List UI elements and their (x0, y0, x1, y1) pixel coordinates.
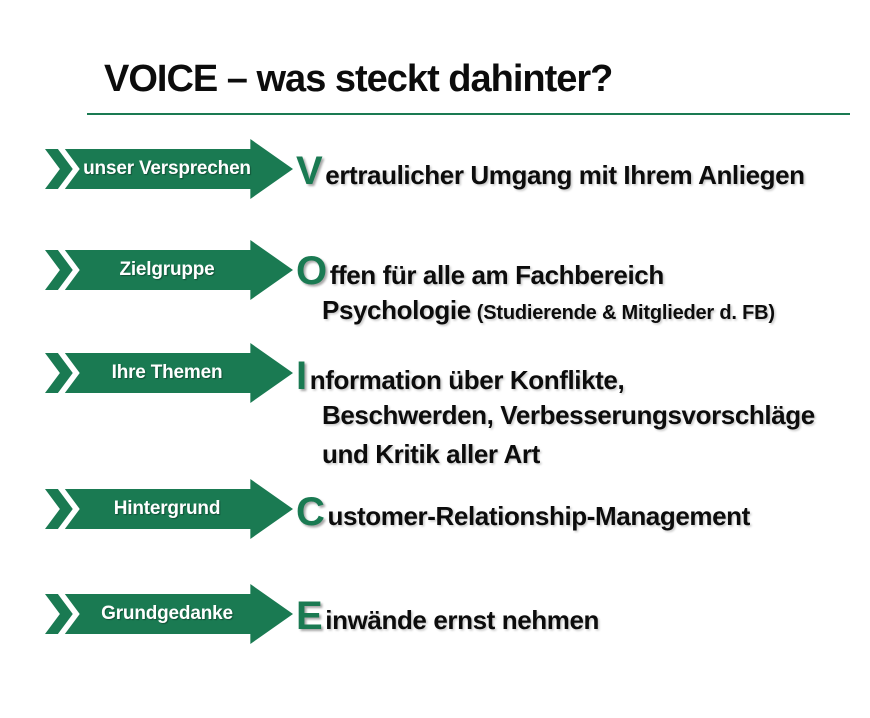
right-arrow-icon (45, 139, 293, 199)
acronym-letter-e: E (296, 594, 323, 638)
right-arrow-icon (45, 479, 293, 539)
right-arrow-icon (45, 584, 293, 644)
arrow-label: Grundgedanke (101, 603, 233, 624)
text-line-rest: ertraulicher Umgang mit Ihrem Anliegen (325, 160, 805, 190)
text-line-note: (Studierende & Mitglieder d. FB) (476, 302, 775, 324)
right-arrow-icon (45, 343, 293, 403)
text-line-rest: inwände ernst nehmen (325, 605, 600, 635)
right-arrow-icon (45, 240, 293, 300)
arrow-label: Ihre Themen (111, 362, 223, 383)
arrow-label: Hintergrund (113, 498, 221, 519)
arrow-label: Zielgruppe (119, 259, 215, 280)
acronym-letter-i: I (296, 354, 307, 398)
text-line-main: Psychologie (322, 295, 471, 325)
acronym-letter-c: C (296, 490, 325, 534)
arrow-banner-zielgruppe: Zielgruppe (45, 239, 293, 301)
acronym-letter-v: V (296, 149, 323, 193)
text-line-rest: nformation über Konflikte, (309, 365, 625, 395)
arrow-banner-grundgedanke: Grundgedanke (45, 583, 293, 645)
text-line-rest: ffen für alle am Fachbereich (329, 260, 665, 290)
text-line: Psychologie(Studierende & Mitglieder d. … (296, 291, 775, 330)
text-line: und Kritik aller Art (322, 439, 540, 469)
title-underline (87, 113, 850, 115)
text-line-rest: ustomer-Relationship-Management (327, 501, 751, 531)
arrow-banner-themen: Ihre Themen (45, 342, 293, 404)
arrow-label: unser Versprechen (83, 158, 251, 179)
arrow-banner-versprechen: unser Versprechen (45, 138, 293, 200)
arrow-banner-hintergrund: Hintergrund (45, 478, 293, 540)
text-line: Beschwerden, Verbesserungsvorschläge (322, 400, 815, 430)
acronym-letter-o: O (296, 249, 327, 293)
page-title: VOICE – was steckt dahinter? (104, 58, 613, 100)
